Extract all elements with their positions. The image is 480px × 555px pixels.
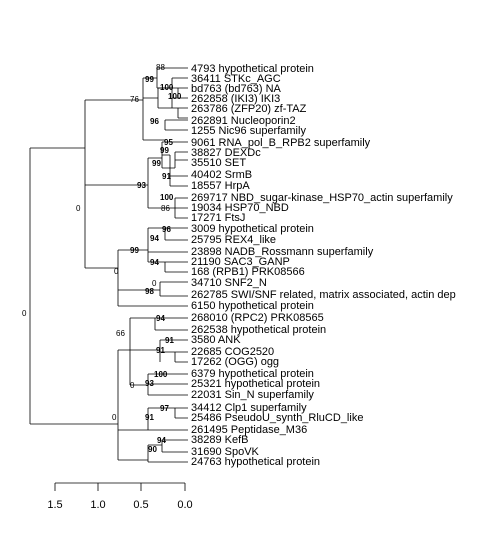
bootstrap-96a: 96: [150, 117, 159, 126]
bootstrap-91b: 91: [165, 336, 174, 345]
leaf-label: 35510 SET: [191, 157, 246, 169]
bootstrap-86: 86: [161, 204, 170, 213]
leaf-labels: 4793 hypothetical protein 36411 STKc_AGC…: [191, 63, 456, 468]
leaf-label: 34710 SNF2_N: [191, 277, 267, 289]
bootstrap-root: 0: [22, 309, 27, 318]
leaf-label: 6379 hypothetical protein: [191, 368, 314, 380]
leaf-label: 3009 hypothetical protein: [191, 223, 314, 235]
bootstrap-94d: 94: [157, 436, 166, 445]
bootstrap-99d: 99: [130, 246, 139, 255]
leaf-label: 38289 KefB: [191, 434, 249, 446]
leaf-label: 34412 Clp1 superfamily: [191, 402, 307, 414]
leaf-label: 40402 SrmB: [191, 169, 252, 181]
bootstrap-100c: 100: [160, 193, 174, 202]
bootstrap-0c: 0: [152, 279, 157, 288]
scale-tick-label: 1.0: [90, 499, 105, 511]
leaf-label: 1255 Nic96 superfamily: [191, 125, 306, 137]
leaf-label: 262538 hypothetical protein: [191, 324, 326, 336]
bootstrap-99b: 99: [160, 146, 169, 155]
bootstrap-93b: 93: [145, 379, 154, 388]
bootstrap-98: 98: [145, 287, 154, 296]
bootstrap-94b: 94: [150, 258, 159, 267]
leaf-label: 36411 STKc_AGC: [191, 73, 281, 85]
leaf-label: 268010 (RPC2) PRK08565: [191, 312, 324, 324]
scale-tick-label: 0.5: [133, 499, 148, 511]
bootstrap-100d: 100: [154, 370, 168, 379]
leaf-label: 25795 REX4_like: [191, 234, 276, 246]
leaf-label: 25321 hypothetical protein: [191, 378, 320, 390]
bootstrap-100a: 100: [160, 83, 174, 92]
leaf-label: 22685 COG2520: [191, 346, 274, 358]
leaf-label: 25486 PseudoU_synth_RluCD_like: [191, 412, 363, 424]
bootstrap-upper: 0: [76, 204, 81, 213]
bootstrap-76: 76: [130, 95, 139, 104]
leaf-label: 262785 SWI/SNF related, matrix associate…: [191, 289, 456, 301]
bootstrap-91c: 91: [156, 346, 165, 355]
bootstrap-97: 97: [160, 404, 169, 413]
bootstrap-90: 90: [148, 445, 157, 454]
bootstrap-91d: 91: [145, 413, 154, 422]
bootstrap-66: 66: [116, 329, 125, 338]
leaf-label: 31690 SpoVK: [191, 446, 260, 458]
bootstrap-100b: 100: [168, 92, 182, 101]
leaf-label: 269717 NBD_sugar-kinase_HSP70_actin supe…: [191, 192, 453, 204]
leaf-label: 21190 SAC3_GANP: [191, 256, 290, 268]
leaf-label: bd763 (bd763) NA: [191, 83, 282, 95]
leaf-label: 17262 (OGG) ogg: [191, 356, 279, 368]
bootstrap-0d: 0: [130, 381, 135, 390]
leaf-label: 9061 RNA_pol_B_RPB2 superfamily: [191, 137, 371, 149]
leaf-label: 262891 Nucleoporin2: [191, 115, 296, 127]
bootstrap-labels: 0 0 76 88 99 100 100 96 93 95 99 99 91 1…: [22, 63, 182, 454]
scale-bar: 1.5 1.0 0.5 0.0: [47, 482, 193, 511]
scale-tick-label: 1.5: [47, 499, 62, 511]
leaf-label: 22031 Sin_N superfamily: [191, 389, 314, 401]
leaf-label: 6150 hypothetical protein: [191, 300, 314, 312]
bootstrap-93a: 93: [137, 181, 146, 190]
leaf-label: 23898 NADB_Rossmann superfamily: [191, 246, 374, 258]
bootstrap-95: 95: [164, 138, 173, 147]
leaf-label: 261495 Peptidase_M36: [191, 424, 307, 436]
bootstrap-lower: 0: [112, 413, 117, 422]
scale-tick-label: 0.0: [177, 499, 192, 511]
bootstrap-94a: 94: [150, 234, 159, 243]
leaf-label: 17271 FtsJ: [191, 212, 245, 224]
bootstrap-99a: 99: [145, 75, 154, 84]
leaf-label: 262858 (IKI3) IKI3: [191, 93, 280, 105]
leaf-label: 19034 HSP70_NBD: [191, 202, 289, 214]
bootstrap-99c: 99: [152, 159, 161, 168]
bootstrap-96b: 96: [162, 225, 171, 234]
leaf-label: 4793 hypothetical protein: [191, 63, 314, 75]
leaf-label: 18557 HrpA: [191, 180, 250, 192]
tree-branches: [29, 67, 188, 463]
leaf-label: 263786 (ZFP20) zf-TAZ: [191, 103, 307, 115]
leaf-label: 168 (RPB1) PRK08566: [191, 266, 305, 278]
bootstrap-94c: 94: [156, 314, 165, 323]
leaf-label: 3580 ANK: [191, 334, 241, 346]
leaf-label: 38827 DEXDc: [191, 147, 261, 159]
bootstrap-upper2: 0: [114, 267, 119, 276]
leaf-label: 24763 hypothetical protein: [191, 456, 320, 468]
bootstrap-91a: 91: [162, 172, 171, 181]
bootstrap-88: 88: [156, 63, 165, 72]
